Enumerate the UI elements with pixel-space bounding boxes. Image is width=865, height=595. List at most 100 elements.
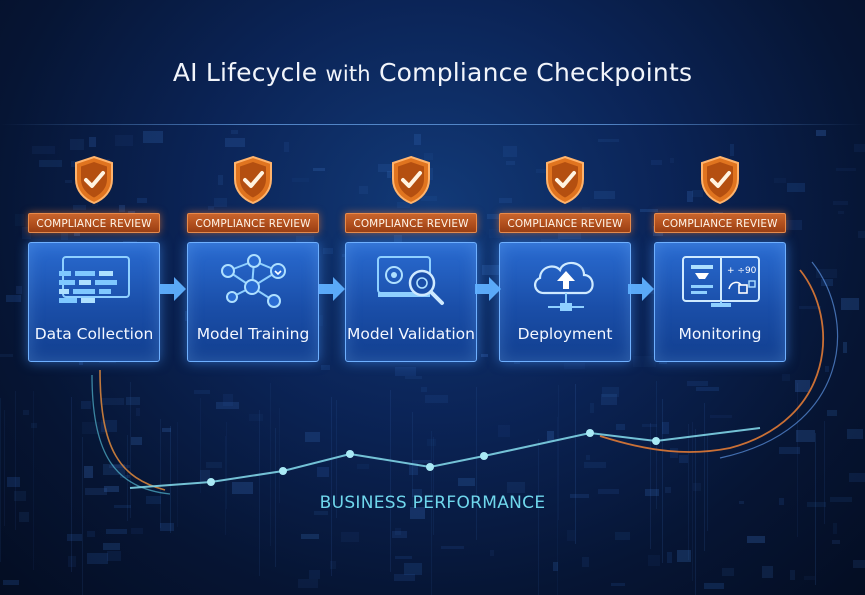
- background-square: [301, 534, 319, 539]
- background-square: [67, 534, 82, 541]
- background-square: [409, 463, 418, 475]
- background-square: [65, 180, 72, 183]
- background-square: [833, 523, 837, 534]
- background-streak: [650, 423, 651, 549]
- background-square: [31, 423, 37, 428]
- background-square: [481, 354, 488, 357]
- title-part-3: Compliance Checkpoints: [378, 58, 693, 87]
- background-streak: [170, 426, 171, 533]
- background-streak: [824, 421, 825, 524]
- background-streak: [226, 422, 227, 509]
- background-square: [146, 496, 161, 504]
- background-square: [114, 505, 131, 508]
- background-streak: [225, 436, 226, 535]
- background-square: [853, 560, 865, 568]
- performance-point: [652, 437, 660, 445]
- background-streak: [476, 387, 477, 540]
- background-square: [137, 198, 147, 203]
- background-square: [590, 403, 594, 413]
- background-square: [61, 232, 68, 240]
- background-square: [394, 574, 415, 581]
- background-streak: [412, 412, 413, 506]
- background-streak: [662, 399, 663, 563]
- background-streak: [0, 398, 1, 562]
- background-square: [704, 583, 724, 589]
- background-square: [194, 390, 210, 394]
- background-square: [804, 576, 815, 580]
- background-square: [832, 540, 840, 544]
- background-square: [92, 202, 98, 206]
- background-square: [292, 178, 309, 182]
- shield-check-icon: [701, 155, 739, 205]
- title-part-2: with: [325, 62, 371, 86]
- background-square: [774, 178, 786, 183]
- background-streak: [270, 383, 271, 546]
- background-square: [645, 489, 659, 496]
- background-streak: [538, 439, 539, 595]
- background-streak: [431, 431, 432, 595]
- background-square: [68, 556, 76, 567]
- background-square: [232, 482, 253, 494]
- background-square: [216, 402, 239, 409]
- background-square: [231, 130, 238, 134]
- background-square: [648, 555, 660, 566]
- background-square: [616, 424, 625, 430]
- background-square: [536, 169, 548, 173]
- compliance-review-badge: COMPLIANCE REVIEW: [28, 213, 160, 233]
- background-streak: [15, 391, 16, 530]
- background-square: [547, 431, 554, 441]
- background-square: [790, 570, 795, 580]
- background-square: [838, 211, 844, 214]
- background-square: [816, 130, 826, 136]
- background-square: [160, 523, 174, 531]
- business-performance-line: [129, 427, 761, 489]
- performance-point: [426, 463, 434, 471]
- background-square: [692, 190, 703, 197]
- background-square: [816, 269, 837, 278]
- background-streak: [704, 403, 705, 551]
- background-square: [667, 552, 672, 563]
- background-square: [323, 248, 333, 254]
- performance-point: [279, 467, 287, 475]
- background-square: [89, 137, 96, 147]
- background-square: [787, 183, 805, 192]
- performance-point: [480, 452, 488, 460]
- background-square: [730, 144, 734, 156]
- background-square: [394, 235, 402, 242]
- stage-deployment: COMPLIANCE REVIEW Deployment: [499, 155, 631, 365]
- background-square: [218, 175, 223, 185]
- background-square: [404, 563, 422, 575]
- background-square: [780, 220, 802, 230]
- stage-box: Model Validation: [345, 242, 477, 362]
- background-square: [490, 550, 494, 556]
- background-square: [412, 460, 431, 463]
- background-square: [115, 135, 133, 146]
- background-square: [84, 466, 93, 478]
- background-square: [313, 168, 325, 171]
- background-square: [39, 160, 62, 167]
- background-square: [489, 229, 504, 238]
- background-square: [378, 164, 401, 172]
- background-square: [0, 354, 13, 357]
- shield-check-icon: [234, 155, 272, 205]
- background-square: [3, 580, 19, 585]
- background-square: [298, 579, 318, 588]
- background-square: [414, 134, 421, 145]
- background-square: [395, 367, 416, 376]
- background-streak: [177, 422, 178, 527]
- feedback-arc-right-orange: [599, 269, 825, 453]
- background-square: [640, 209, 658, 212]
- background-square: [109, 465, 130, 468]
- magnifier-monitor-icon: [377, 256, 444, 305]
- background-square: [821, 279, 833, 286]
- background-square: [131, 528, 143, 534]
- background-square: [594, 191, 615, 199]
- background-square: [582, 557, 589, 567]
- background-square: [131, 437, 142, 445]
- background-square: [847, 429, 863, 439]
- background-streak: [127, 435, 128, 521]
- background-streak: [688, 424, 689, 560]
- background-square: [615, 532, 630, 540]
- compliance-review-badge: COMPLIANCE REVIEW: [187, 213, 319, 233]
- background-square: [825, 366, 829, 372]
